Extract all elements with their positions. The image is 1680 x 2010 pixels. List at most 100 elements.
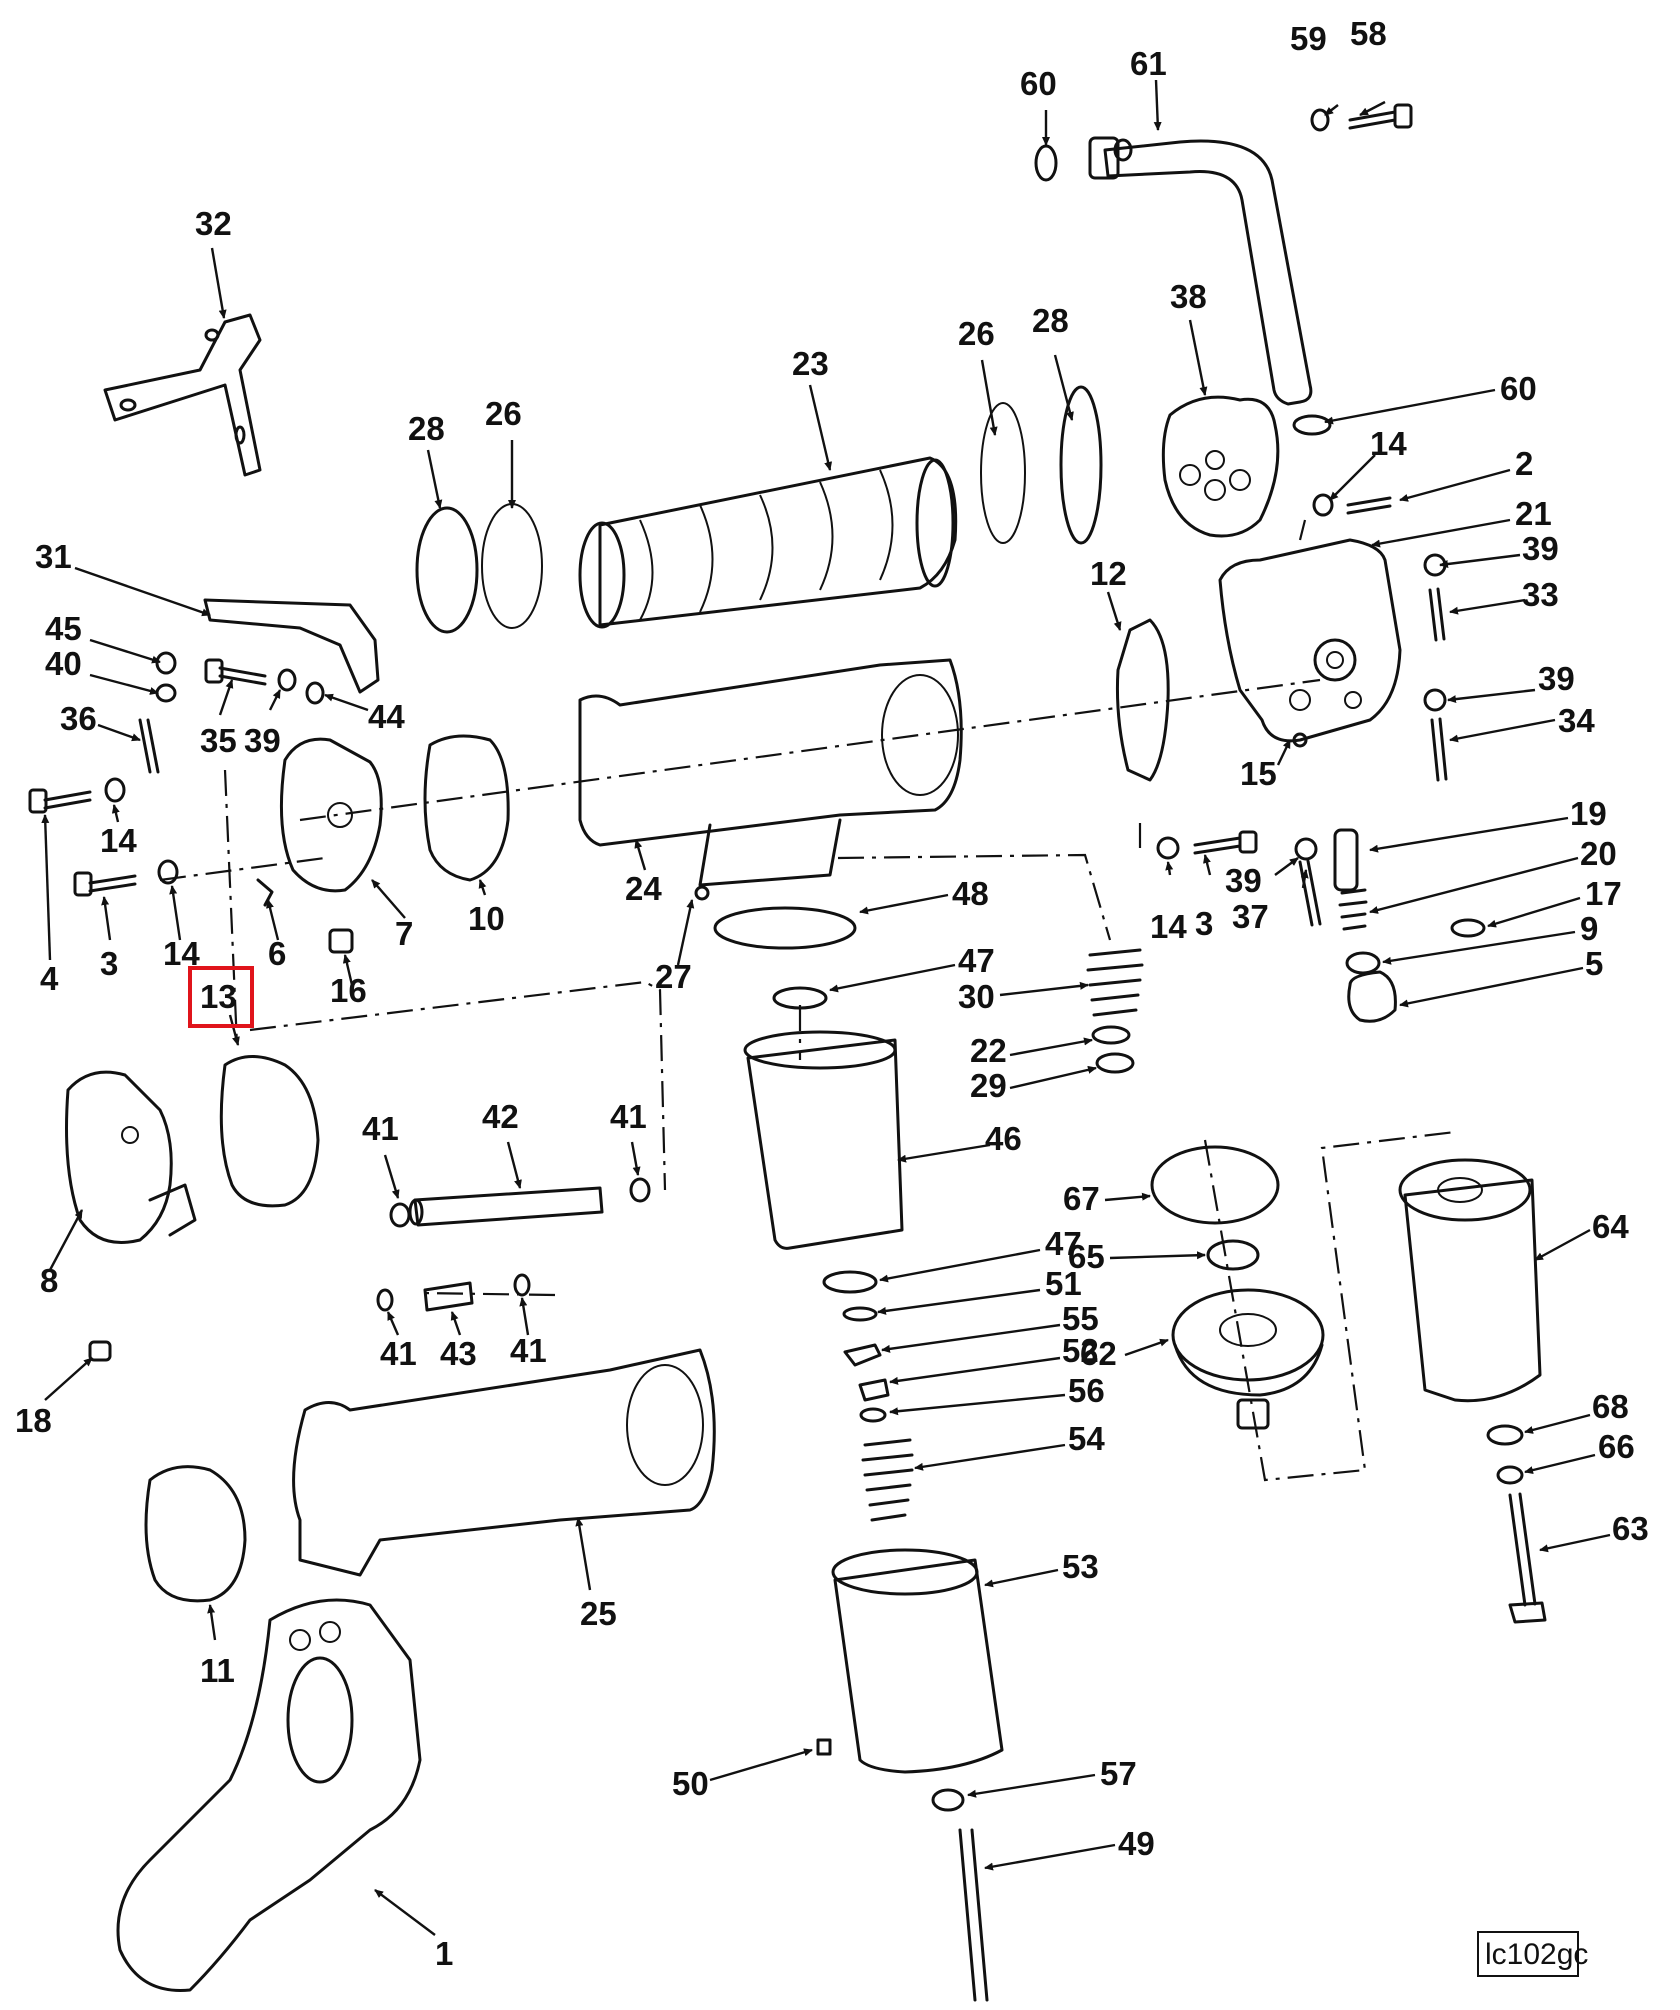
- part-7-cover: [279, 737, 383, 893]
- highlight-box-callout-13: [188, 966, 254, 1028]
- callout-39: 39: [1538, 660, 1575, 697]
- callout-58: 58: [1350, 15, 1387, 52]
- part-53-filter-shell: [831, 1548, 1004, 1774]
- part-25-housing: [292, 1348, 716, 1577]
- callout-62: 62: [1080, 1335, 1117, 1372]
- part-47-washer-bottom: [822, 1270, 878, 1294]
- callout-14: 14: [1370, 425, 1407, 462]
- part-49-bolt: [958, 1828, 989, 2002]
- callout-59: 59: [1290, 20, 1327, 57]
- callout-52: 52: [1062, 1332, 1099, 1369]
- callout-64: 64: [1592, 1208, 1629, 1245]
- callout-41: 41: [510, 1332, 547, 1369]
- part-26-ring-left: [481, 503, 543, 629]
- callout-31: 31: [35, 538, 72, 575]
- part-60-o-ring-top: [1034, 144, 1058, 182]
- callout-56: 56: [1068, 1372, 1105, 1409]
- callout-6: 6: [268, 935, 286, 972]
- part-42-tube: [408, 1186, 604, 1227]
- part-32-bracket: [103, 313, 262, 477]
- callout-28: 28: [1032, 302, 1069, 339]
- part-26-ring-right: [980, 402, 1026, 544]
- part-fasteners-right: [1156, 493, 1486, 1023]
- part-31-bracket: [203, 598, 380, 694]
- part-67-seal-ring: [1150, 1145, 1280, 1225]
- part-66-nut: [1496, 1465, 1524, 1485]
- callout-1: 1: [435, 1935, 453, 1972]
- callout-29: 29: [970, 1067, 1007, 1104]
- callout-67: 67: [1063, 1180, 1100, 1217]
- callout-41: 41: [380, 1335, 417, 1372]
- part-13-gasket: [219, 1055, 320, 1208]
- callout-4: 4: [40, 960, 59, 997]
- callout-8: 8: [40, 1262, 58, 1299]
- callout-61: 61: [1130, 45, 1167, 82]
- callout-30: 30: [958, 978, 995, 1015]
- callout-14: 14: [163, 935, 200, 972]
- part-28-ring-right: [1059, 385, 1103, 545]
- callout-24: 24: [625, 870, 662, 907]
- callout-35: 35: [200, 722, 237, 759]
- callout-47: 47: [1045, 1225, 1082, 1262]
- callout-labels: 59 58 60 61 32 38 26 28 23 60 28 26 14 2…: [15, 15, 1649, 1972]
- callout-7: 7: [395, 915, 413, 952]
- callout-26: 26: [485, 395, 522, 432]
- part-28-ring-left: [415, 506, 479, 634]
- callout-17: 17: [1585, 875, 1622, 912]
- callout-41: 41: [610, 1098, 647, 1135]
- part-30-spring: [1086, 948, 1144, 1017]
- callout-39: 39: [1225, 862, 1262, 899]
- part-48-seal-ring: [713, 906, 857, 950]
- callout-34: 34: [1558, 702, 1595, 739]
- callout-3: 3: [1195, 905, 1213, 942]
- part-55-valve: [843, 1343, 882, 1367]
- part-46-filter-element: [743, 1030, 904, 1250]
- callout-12: 12: [1090, 555, 1127, 592]
- callout-47: 47: [958, 942, 995, 979]
- part-54-spring: [861, 1438, 914, 1522]
- drawing-code-box: lc102gc: [1477, 1931, 1588, 1977]
- callout-68: 68: [1592, 1388, 1629, 1425]
- callout-13: 13: [200, 978, 237, 1015]
- callout-27: 27: [655, 958, 692, 995]
- callout-38: 38: [1170, 278, 1207, 315]
- leader-lines: [41, 79, 1611, 1936]
- part-29-seat: [1095, 1052, 1135, 1074]
- part-24-housing: [578, 658, 963, 887]
- part-68-washer: [1486, 1424, 1524, 1446]
- callout-28: 28: [408, 410, 445, 447]
- part-43-sleeve: [376, 1273, 531, 1312]
- callout-20: 20: [1580, 835, 1617, 872]
- callout-37: 37: [1232, 898, 1269, 935]
- part-12-gasket: [1115, 618, 1170, 782]
- callout-36: 36: [60, 700, 97, 737]
- callout-63: 63: [1612, 1510, 1649, 1547]
- callout-53: 53: [1062, 1548, 1099, 1585]
- callout-14: 14: [100, 822, 137, 859]
- callout-44: 44: [368, 698, 405, 735]
- callout-10: 10: [468, 900, 505, 937]
- part-1-elbow-housing: [116, 1598, 422, 1992]
- part-61-oil-tube: [1088, 136, 1313, 406]
- drawing-code-label: lc102gc: [1485, 1938, 1588, 1971]
- part-41-o-ring-b: [629, 1177, 651, 1203]
- callout-21: 21: [1515, 495, 1552, 532]
- callout-19: 19: [1570, 795, 1607, 832]
- callout-32: 32: [195, 205, 232, 242]
- callout-22: 22: [970, 1032, 1007, 1069]
- callout-39: 39: [1522, 530, 1559, 567]
- callout-15: 15: [1240, 755, 1277, 792]
- callout-16: 16: [330, 972, 367, 1009]
- assembly-axes: [159, 519, 1456, 1482]
- callout-26: 26: [958, 315, 995, 352]
- callout-3: 3: [100, 945, 118, 982]
- part-56-seat: [859, 1407, 887, 1423]
- callout-5: 5: [1585, 945, 1603, 982]
- part-62-filter-adapter: [1171, 1288, 1325, 1430]
- callout-40: 40: [45, 645, 82, 682]
- callout-55: 55: [1062, 1300, 1099, 1337]
- part-22-washer: [1091, 1025, 1131, 1045]
- part-38-gasket: [1161, 395, 1280, 538]
- callout-54: 54: [1068, 1420, 1105, 1457]
